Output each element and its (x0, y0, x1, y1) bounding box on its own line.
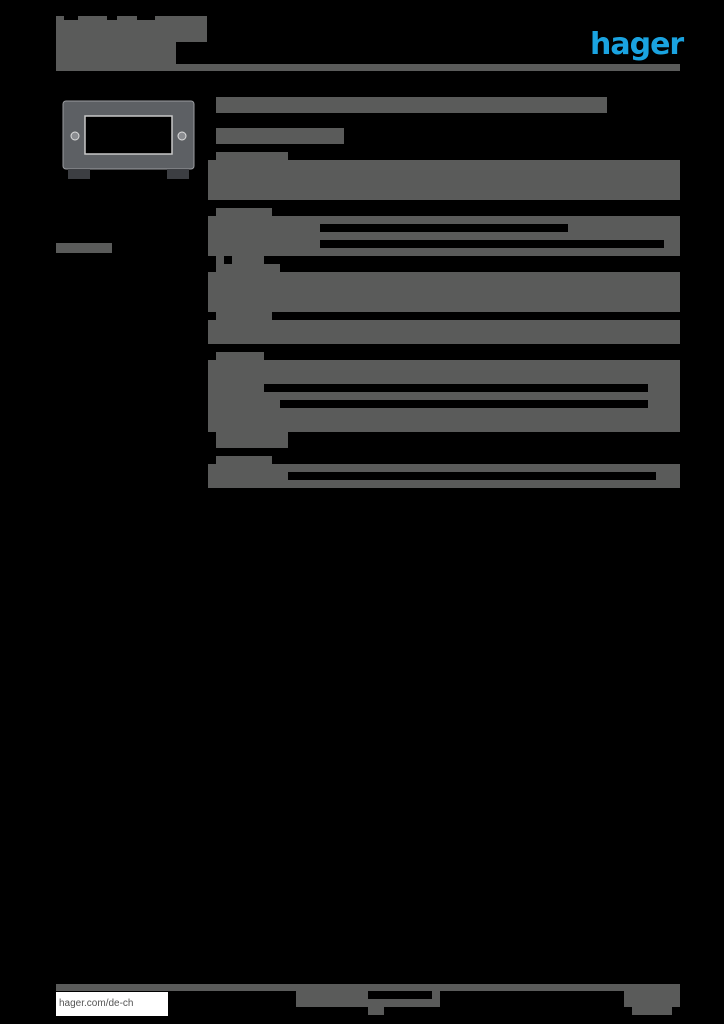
section-6-row-gap (288, 472, 656, 480)
section-2-heading (216, 208, 272, 216)
header-text-block-line3 (56, 42, 176, 64)
section-3-body (208, 272, 680, 312)
product-subtitle (216, 128, 344, 144)
section-2-footnote-gap (224, 256, 232, 264)
section-2-row-gap (320, 240, 664, 248)
section-1-body (208, 160, 680, 200)
hager-logo: hager (590, 27, 684, 62)
section-2-body (208, 216, 680, 256)
section-5-heading (216, 352, 264, 360)
header-text-gap (137, 16, 155, 20)
section-5-body (208, 360, 680, 432)
section-3-heading (216, 264, 280, 272)
sidebar-label (56, 243, 112, 253)
product-title (216, 97, 607, 113)
section-5-row-gap (280, 400, 648, 408)
section-2-row-gap (320, 224, 568, 232)
section-2-footnote (216, 256, 264, 264)
footer-center-gap (368, 991, 432, 999)
footer-website-link[interactable]: hager.com/de-ch (56, 992, 168, 1016)
footer-right-text (624, 991, 680, 1007)
header-text-gap (64, 16, 78, 20)
header-rule (56, 64, 680, 71)
header-text-gap (107, 16, 117, 20)
section-4-body (208, 320, 680, 344)
section-5-row-gap (264, 384, 648, 392)
product-image (62, 100, 195, 179)
footer-center-page (368, 1007, 384, 1015)
header-text-block (56, 16, 207, 42)
footer-right-text-line2 (632, 1007, 672, 1015)
section-4-heading (216, 312, 272, 320)
section-6-heading (216, 456, 272, 464)
footer-rule (56, 984, 680, 991)
section-1-heading (216, 152, 288, 160)
section-5-footnote (216, 432, 288, 448)
